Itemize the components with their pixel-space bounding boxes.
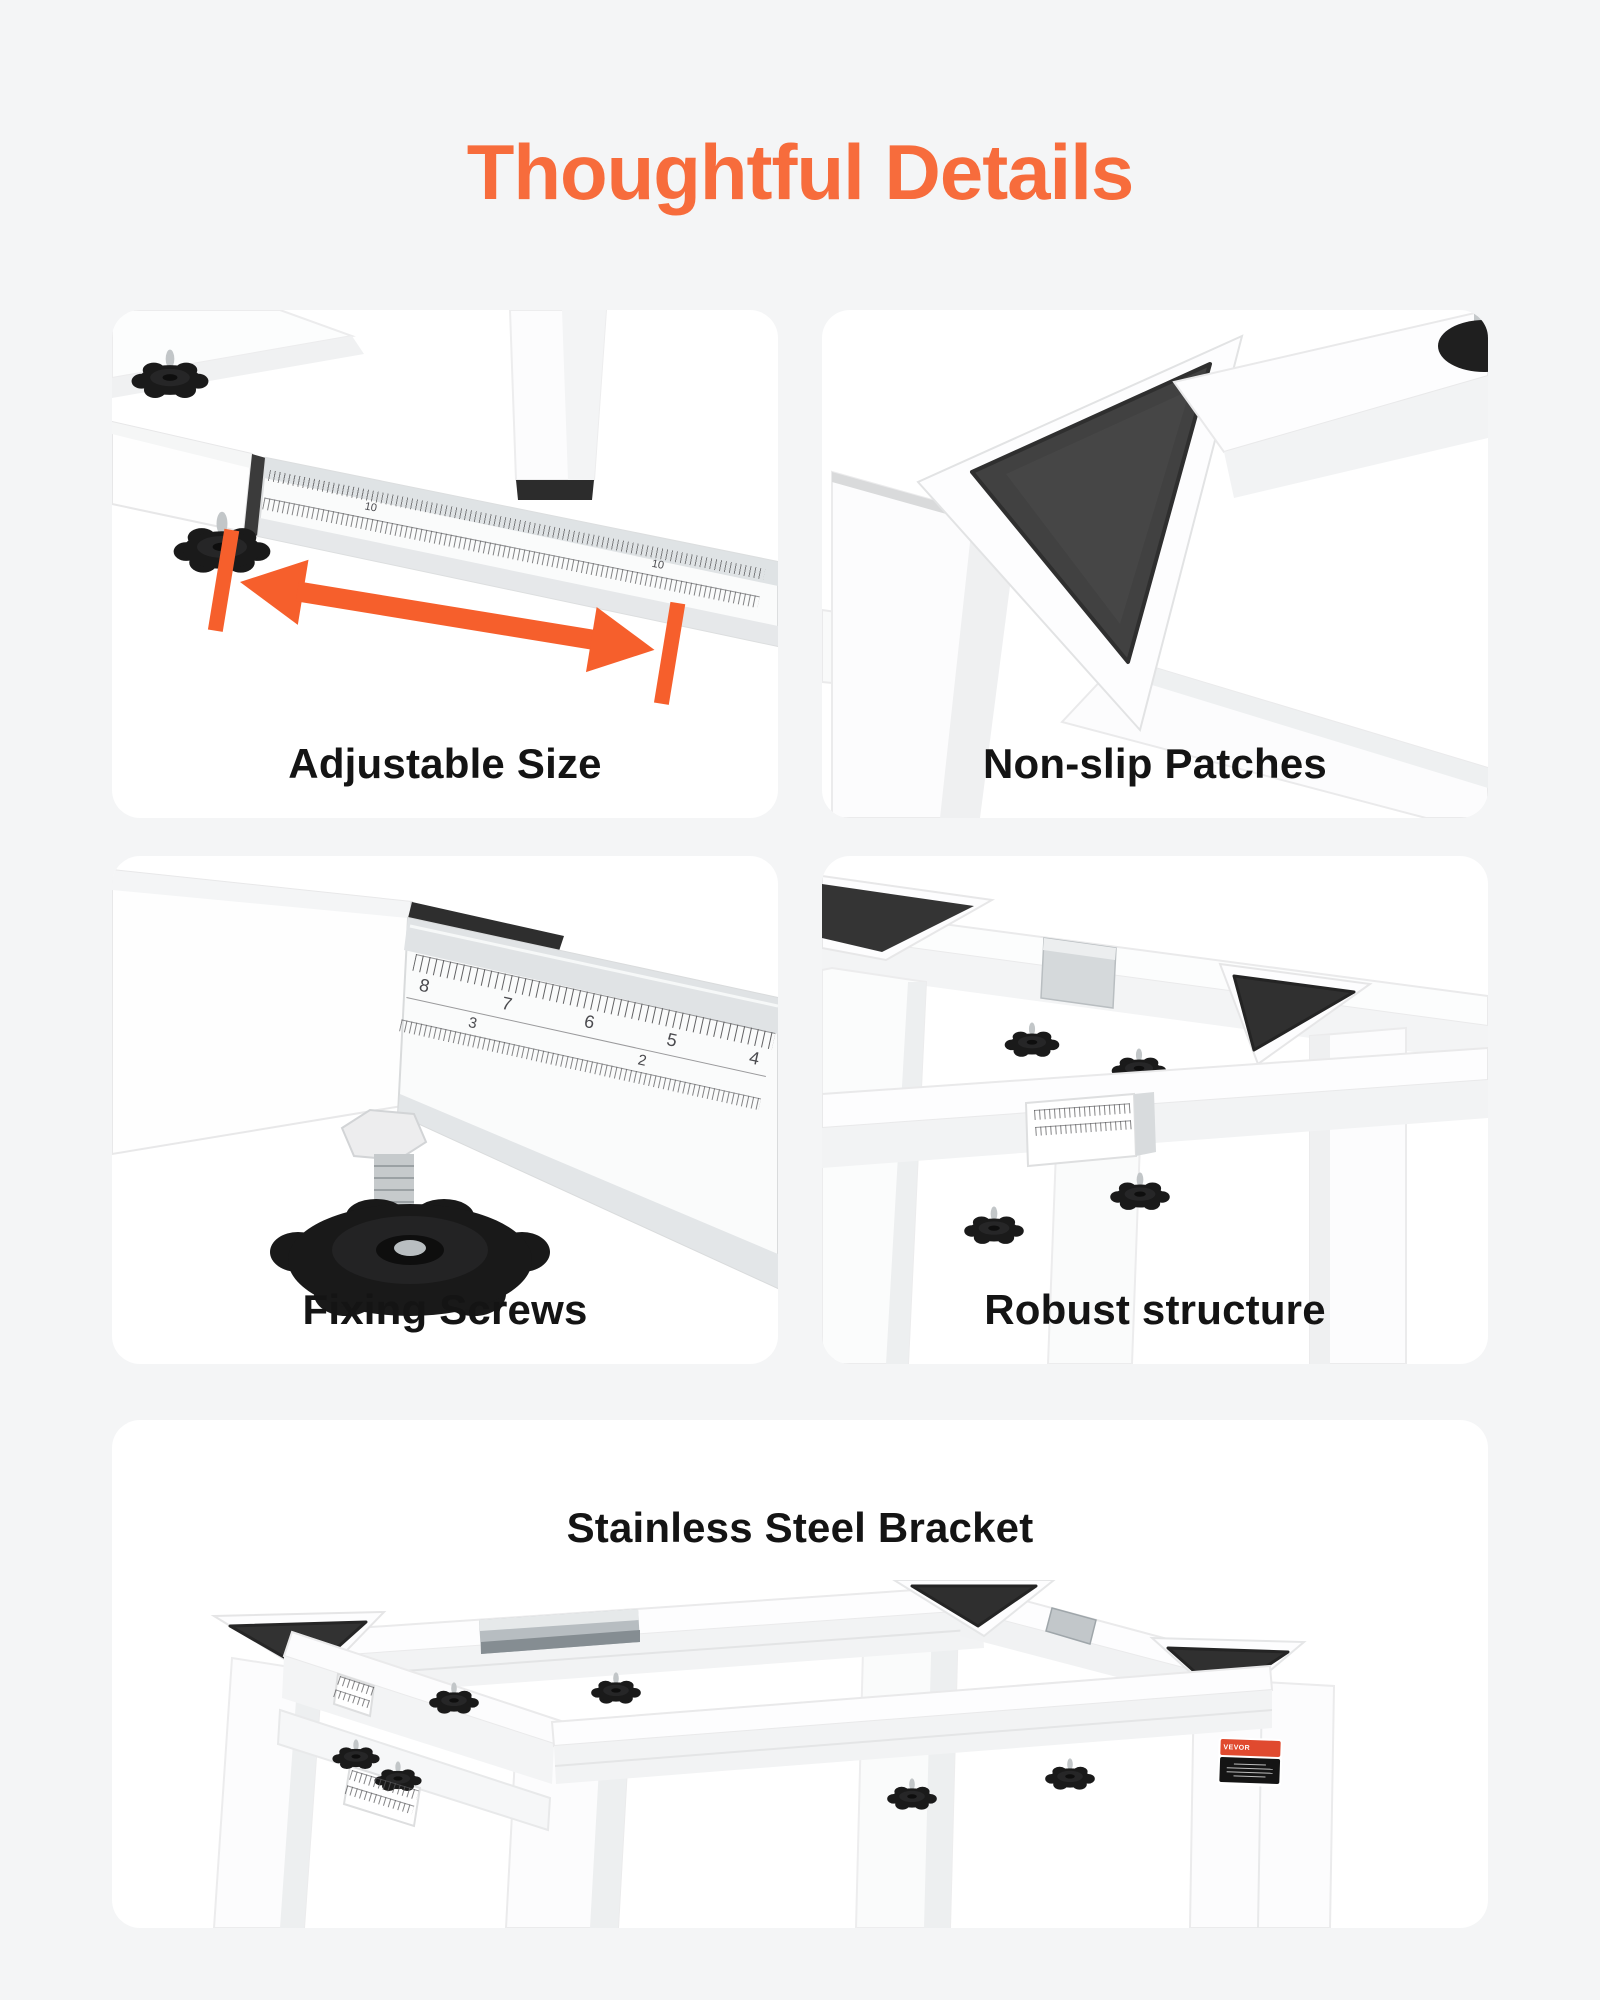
ruler-number: 10 (650, 557, 665, 572)
feature-caption-fixing-screws: Fixing Screws (302, 1286, 588, 1333)
non-slip-patches-photo (822, 310, 1488, 818)
non-slip-pad (910, 1584, 1038, 1628)
fixing-screws-illustration (112, 868, 778, 1316)
frame-leg (831, 470, 1020, 818)
fixing-screws-photo: 8 7 6 5 4 3 2 (112, 856, 778, 1364)
steel-joint (1045, 1607, 1097, 1645)
label-fine-print (1254, 1748, 1278, 1749)
ruler-number: 7 (499, 992, 514, 1015)
label-spec-line (1233, 1762, 1266, 1766)
frame-beam (1060, 656, 1488, 818)
label-red-band: VEVOR (1220, 1738, 1281, 1758)
width-arrow-icon (207, 528, 686, 705)
frame-leg (508, 310, 608, 500)
fixing-knob (591, 1672, 641, 1704)
ruler-scale-small (1034, 1103, 1133, 1162)
ruler-number: 2 (636, 1051, 649, 1070)
vevor-product-label: VEVOR (1217, 1736, 1283, 1788)
feature-card-fixing-screws: 8 7 6 5 4 3 2 Fixing Screws (112, 856, 778, 1364)
robust-structure-illustration (822, 874, 1488, 1364)
brand-logo: VEVOR (1223, 1743, 1251, 1752)
frame-leg (822, 966, 928, 1364)
steel-joint (1040, 937, 1117, 1009)
frame-leg (504, 1736, 630, 1928)
feature-caption-adjustable-size: Adjustable Size (288, 740, 602, 787)
stainless-steel-bracket-photo: VEVOR (112, 1580, 1488, 1928)
fixing-knob (964, 1206, 1024, 1244)
tube-slot (408, 902, 564, 954)
fixing-knob (1045, 1758, 1095, 1790)
label-spec-band (1219, 1756, 1281, 1785)
frame-beam (1172, 310, 1488, 498)
front-right-beam (550, 1664, 1274, 1784)
ruler-tube (396, 916, 778, 1290)
hex-nut (340, 1108, 428, 1162)
star-knob (270, 1199, 550, 1316)
feature-card-adjustable-size: 10 10 Adjustable Size (112, 310, 778, 818)
feature-caption-non-slip-patches: Non-slip Patches (983, 740, 1327, 787)
ruler-number: 10 (363, 500, 378, 515)
bracket-illustration (210, 1580, 1336, 1928)
feature-card-stainless-steel-bracket: Stainless Steel Bracket (112, 1420, 1488, 1928)
page-title: Thoughtful Details (466, 128, 1135, 216)
non-slip-illustration (822, 310, 1488, 818)
stainless-steel-bracket (479, 1609, 640, 1654)
frame-leg (854, 1608, 960, 1928)
ruler-ticks (1035, 1120, 1132, 1136)
feature-card-robust-structure: Robust structure (822, 856, 1488, 1364)
ruler-number: 8 (417, 974, 432, 997)
label-spec-line (1226, 1770, 1273, 1774)
fixing-knob (1438, 310, 1488, 372)
feature-caption-robust-structure: Robust structure (984, 1286, 1326, 1333)
non-slip-pad (1232, 974, 1356, 1052)
ruler-number: 5 (664, 1029, 680, 1051)
robust-structure-photo (822, 856, 1488, 1364)
label-spec-line (1233, 1774, 1266, 1778)
fixing-knob (1004, 1022, 1060, 1057)
ruler-number: 6 (582, 1010, 597, 1033)
label-spec-line (1226, 1766, 1273, 1770)
ruler-number: 4 (747, 1047, 762, 1069)
non-slip-pad (822, 884, 974, 952)
ruler-number: 3 (466, 1014, 479, 1033)
bottom-card-title: Stainless Steel Bracket (566, 1504, 1034, 1551)
adjustable-size-photo: 10 10 (112, 310, 778, 818)
non-slip-pad (970, 362, 1212, 664)
feature-card-non-slip-patches: Non-slip Patches (822, 310, 1488, 818)
